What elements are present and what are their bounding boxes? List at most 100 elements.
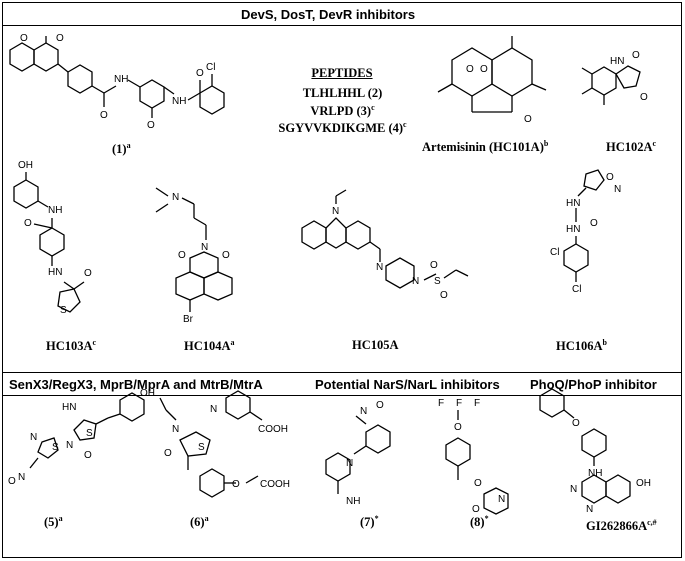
- hc105a-o-1: O: [430, 260, 438, 271]
- hc106a-isoxazole-o: O: [606, 172, 614, 183]
- hc104a-label: HC104Aa: [184, 338, 235, 354]
- c1-cl: Cl: [206, 62, 215, 73]
- hc103a-label: HC103Ac: [46, 338, 97, 354]
- peptide-2: TLHLHHL (2): [302, 86, 383, 100]
- c1-ome: O: [147, 120, 155, 131]
- hc103a-s: S: [60, 305, 67, 316]
- c6-n-2: N: [210, 404, 217, 415]
- hc104a-n-2: N: [201, 242, 208, 253]
- hc105a-n-carbazole: N: [332, 206, 339, 217]
- hc102a-nh: HN: [610, 56, 624, 67]
- c5-n-ring: N: [66, 440, 73, 451]
- c6-cooh-2: COOH: [260, 479, 290, 490]
- artemisinin-o-2: O: [480, 64, 488, 75]
- c5-oh: OH: [140, 388, 155, 399]
- hc104a-br: Br: [183, 314, 194, 325]
- c7-o-nitro: O: [376, 400, 384, 411]
- c8-f-3: F: [474, 398, 480, 409]
- hc106a-nh-1: HN: [566, 198, 580, 209]
- devs-header-bar: DevS, DosT, DevR inhibitors: [2, 2, 682, 26]
- c6-n-1: N: [172, 424, 179, 435]
- devs-header: DevS, DosT, DevR inhibitors: [241, 7, 416, 22]
- hc102a-label: HC102Ac: [606, 139, 657, 155]
- gi262866a-label: GI262866Ac,#: [586, 518, 657, 534]
- artemisinin-label: Artemisinin (HC101A)b: [422, 139, 549, 155]
- hc102a-o-2: O: [640, 92, 648, 103]
- coumarin-o-carbonyl: O: [56, 33, 64, 44]
- artemisinin-o-1: O: [466, 64, 474, 75]
- c8-o-2: O: [474, 478, 482, 489]
- artemisinin-o-3: O: [524, 114, 532, 125]
- hc105a-n-pip-2: N: [412, 276, 419, 287]
- c5-label: (5)a: [44, 514, 63, 530]
- hc103a-nh-2: HN: [48, 267, 62, 278]
- c6-o: O: [164, 448, 172, 459]
- c8-o-3: O: [472, 504, 480, 515]
- c6-cooh-1: COOH: [258, 424, 288, 435]
- hc104a-n-1: N: [172, 192, 179, 203]
- hc106a-cl-2: Cl: [572, 284, 581, 295]
- c5-hn: HN: [62, 402, 76, 413]
- coumarin-o-ring: O: [20, 33, 28, 44]
- hc106a-o: O: [590, 218, 598, 229]
- c6-label: (6)a: [190, 514, 209, 530]
- c5-o: O: [84, 450, 92, 461]
- peptide-3: VRLPD (3)c: [310, 103, 375, 119]
- gi-n-2: N: [586, 504, 593, 515]
- gi-o: O: [572, 418, 580, 429]
- c8-label: (8)*: [470, 514, 489, 530]
- peptides-title: PEPTIDES: [311, 66, 373, 80]
- peptide-4: SGYVVKDIKGME (4)c: [278, 120, 407, 136]
- c8-o-1: O: [454, 422, 462, 433]
- c1-amide-o2: O: [196, 68, 204, 79]
- gi-nh: NH: [588, 468, 602, 479]
- hc105a-n-pip-1: N: [376, 262, 383, 273]
- senx3-header: SenX3/RegX3, MprB/MprA and MtrB/MtrA: [9, 377, 263, 392]
- nars-header: Potential NarS/NarL inhibitors: [315, 377, 500, 392]
- hc104a-o-1: O: [178, 250, 186, 261]
- hc105a-o-2: O: [440, 290, 448, 301]
- c8-f-1: F: [438, 398, 444, 409]
- hc106a-label: HC106Ab: [556, 338, 607, 354]
- hc103a-nh-1: NH: [48, 205, 62, 216]
- c1-label: (1)a: [112, 141, 131, 157]
- hc106a-isoxazole-n: N: [614, 184, 621, 195]
- hc105a-s: S: [434, 276, 441, 287]
- c7-n-nitro: N: [360, 406, 367, 417]
- c5-s-ring: S: [86, 428, 93, 439]
- c5-o-nitro: O: [8, 476, 16, 487]
- c1-nh-1: NH: [114, 74, 128, 85]
- c8-f-2: F: [456, 398, 462, 409]
- phoq-header: PhoQ/PhoP inhibitor: [530, 377, 657, 392]
- hc103a-o-1: O: [24, 218, 32, 229]
- c8-n: N: [498, 494, 505, 505]
- c6-s: S: [198, 442, 205, 453]
- hc104a-o-2: O: [222, 250, 230, 261]
- gi-oh: OH: [636, 478, 651, 489]
- hc105a-label: HC105A: [352, 338, 399, 352]
- c7-label: (7)*: [360, 514, 379, 530]
- hc106a-nh-2: HN: [566, 224, 580, 235]
- hc103a-oh: OH: [18, 160, 33, 171]
- c1-amide-o: O: [100, 110, 108, 121]
- c5-s-thiazole: S: [52, 442, 59, 453]
- gi-n-1: N: [570, 484, 577, 495]
- c5-n-nitro: N: [18, 472, 25, 483]
- c1-nh-2: NH: [172, 96, 186, 107]
- c7-nh2: NH: [346, 496, 360, 507]
- hc103a-o-2: O: [84, 268, 92, 279]
- hc106a-cl-1: Cl: [550, 247, 559, 258]
- c6-o-ether: O: [232, 479, 240, 490]
- c5-n-thiazole: N: [30, 432, 37, 443]
